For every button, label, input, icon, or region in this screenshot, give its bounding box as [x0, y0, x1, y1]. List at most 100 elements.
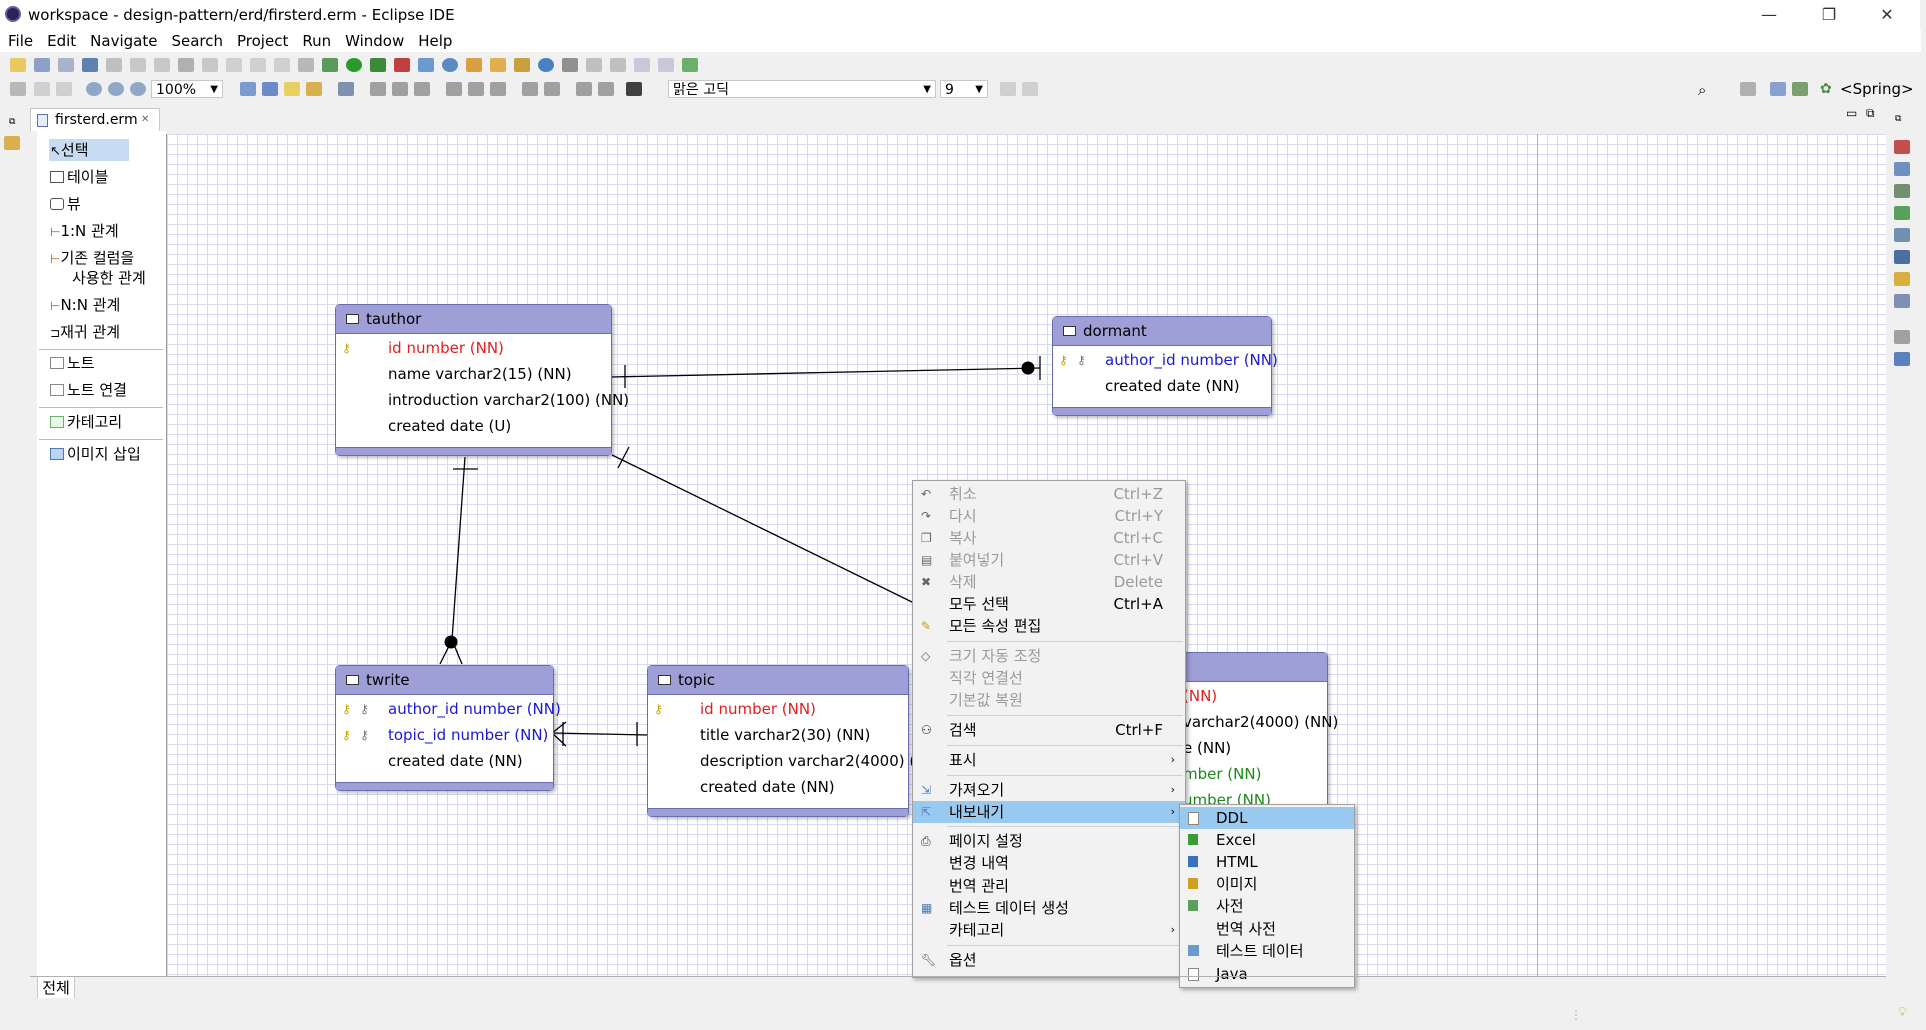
- zoom-out-icon[interactable]: [108, 82, 124, 96]
- editor-tab-firsterd[interactable]: firsterd.erm ✕: [30, 108, 160, 131]
- search-tool-icon[interactable]: [106, 58, 122, 72]
- save-icon[interactable]: [34, 58, 50, 72]
- zoom-combo[interactable]: 100%▼: [151, 80, 223, 98]
- column-row[interactable]: created date (NN): [648, 774, 908, 800]
- hierarchy-icon[interactable]: [1894, 184, 1910, 198]
- prev-annotation-icon[interactable]: [610, 58, 626, 72]
- redo-tool-icon[interactable]: [56, 82, 72, 96]
- back-icon[interactable]: [634, 58, 650, 72]
- palette-self-relation[interactable]: ⊐재귀 관계: [50, 322, 120, 343]
- redo-layout-icon[interactable]: [1022, 82, 1038, 96]
- menu-category[interactable]: 카테고리›: [949, 921, 1175, 939]
- align-bottom-icon[interactable]: [490, 82, 506, 96]
- column-row[interactable]: introduction varchar2(100) (NN): [336, 387, 629, 413]
- column-row[interactable]: mber (NN): [1121, 761, 1327, 787]
- java-perspective-icon[interactable]: [1792, 82, 1808, 96]
- menu-test-data[interactable]: ▦테스트 데이터 생성: [921, 899, 1069, 917]
- step-over-icon[interactable]: [250, 58, 266, 72]
- skip-icon[interactable]: [130, 58, 146, 72]
- column-row[interactable]: ⚷id number (NN): [648, 696, 908, 722]
- palette-table[interactable]: 테이블: [50, 167, 108, 187]
- menu-edit-all-attributes[interactable]: ✎모든 속성 편집: [921, 617, 1042, 635]
- toggle-icon[interactable]: [298, 58, 314, 72]
- align-center-icon[interactable]: [392, 82, 408, 96]
- table-tauthor[interactable]: tauthor ⚷id number (NN) name varchar2(15…: [335, 304, 629, 456]
- menu-display[interactable]: 표시›: [949, 751, 1175, 769]
- zoom-fit-icon[interactable]: [130, 82, 146, 96]
- palette-existing-column-relation[interactable]: ⊢기존 컬럼을: [50, 248, 134, 269]
- terminate-icon[interactable]: [178, 58, 194, 72]
- menu-help[interactable]: Help: [418, 32, 453, 50]
- table-twrite[interactable]: twrite ⚷⚷author_id number (NN) ⚷⚷topic_i…: [335, 665, 561, 791]
- delete-tool-icon[interactable]: [10, 82, 26, 96]
- distribute-h-icon[interactable]: [576, 82, 592, 96]
- globe-icon[interactable]: [538, 58, 554, 72]
- same-height-icon[interactable]: [544, 82, 560, 96]
- column-row[interactable]: ⚷id number (NN): [336, 335, 611, 361]
- menu-options[interactable]: 🔧︎옵션: [921, 951, 977, 969]
- menu-page-setup[interactable]: ⎙페이지 설정: [921, 832, 1023, 850]
- pin-icon[interactable]: [562, 58, 578, 72]
- align-right-icon[interactable]: [414, 82, 430, 96]
- close-window-button[interactable]: ✕: [1880, 5, 1894, 24]
- restore-button[interactable]: ❐: [1821, 5, 1837, 24]
- align-left-icon[interactable]: [370, 82, 386, 96]
- export-java[interactable]: Java: [1180, 963, 1354, 985]
- tooltip-icon[interactable]: [284, 82, 300, 96]
- color-icon[interactable]: [626, 82, 642, 96]
- disconnect-icon[interactable]: [202, 58, 218, 72]
- distribute-v-icon[interactable]: [598, 82, 614, 96]
- export-image[interactable]: 이미지: [1180, 873, 1354, 895]
- menu-import[interactable]: ⇲가져오기›: [921, 781, 1175, 799]
- column-row[interactable]: e (NN): [1121, 735, 1327, 761]
- menu-project[interactable]: Project: [237, 32, 289, 50]
- column-row[interactable]: created date (NN): [336, 748, 553, 774]
- same-width-icon[interactable]: [522, 82, 538, 96]
- terminal-icon[interactable]: [82, 58, 98, 72]
- open-folder-icon[interactable]: [490, 58, 506, 72]
- minimized-view-icon[interactable]: [1894, 330, 1910, 344]
- palette-select[interactable]: ↖선택: [50, 140, 89, 162]
- run-config-icon[interactable]: [370, 58, 386, 72]
- palette-category[interactable]: 카테고리: [50, 412, 122, 432]
- tip-lightbulb-icon[interactable]: 💡︎: [1898, 1005, 1908, 1020]
- export-translation-dictionary[interactable]: 번역 사전: [1216, 920, 1276, 938]
- menu-file[interactable]: File: [8, 32, 34, 50]
- column-row[interactable]: title varchar2(30) (NN): [648, 722, 908, 748]
- console-icon[interactable]: [1894, 250, 1910, 264]
- align-top-icon[interactable]: [446, 82, 462, 96]
- run-icon[interactable]: [346, 58, 362, 72]
- properties-icon[interactable]: [1894, 162, 1910, 176]
- column-row[interactable]: name varchar2(15) (NN): [336, 361, 611, 387]
- column-row[interactable]: description varchar2(4000) (NN): [648, 748, 944, 774]
- font-combo[interactable]: 맑은 고딕▼: [668, 80, 936, 98]
- menu-search[interactable]: Search: [171, 32, 223, 50]
- minimize-editor-icon[interactable]: ▭: [1846, 106, 1858, 120]
- menu-window[interactable]: Window: [345, 32, 405, 50]
- palette-note-connection[interactable]: 노트 연결: [50, 380, 127, 400]
- palette-existing-column-relation-line2[interactable]: 사용한 관계: [72, 268, 146, 288]
- export-excel[interactable]: Excel: [1180, 829, 1354, 851]
- menu-run[interactable]: Run: [302, 32, 332, 50]
- new-icon[interactable]: [10, 58, 26, 72]
- align-middle-icon[interactable]: [468, 82, 484, 96]
- spring-perspective-icon[interactable]: ✿: [1820, 81, 1832, 97]
- palette-nn-relation[interactable]: ⊢N:N 관계: [50, 295, 120, 316]
- step-return-icon[interactable]: [274, 58, 290, 72]
- boot-dashboard-icon[interactable]: [1894, 206, 1910, 220]
- table-dormant[interactable]: dormant ⚷⚷author_id number (NN) created …: [1052, 316, 1278, 416]
- menu-export[interactable]: ⇱내보내기›: [913, 801, 1185, 823]
- bottom-tab-all[interactable]: 전체: [37, 976, 75, 999]
- open-perspective-icon[interactable]: [682, 58, 698, 72]
- menu-right-angle-line[interactable]: 직각 연결선: [949, 669, 1023, 687]
- zoom-in-icon[interactable]: [86, 82, 102, 96]
- problems-icon[interactable]: [1894, 294, 1910, 308]
- palette-1n-relation[interactable]: ⊢1:N 관계: [50, 221, 119, 242]
- suspend-icon[interactable]: [154, 58, 170, 72]
- new-class-icon[interactable]: [442, 58, 458, 72]
